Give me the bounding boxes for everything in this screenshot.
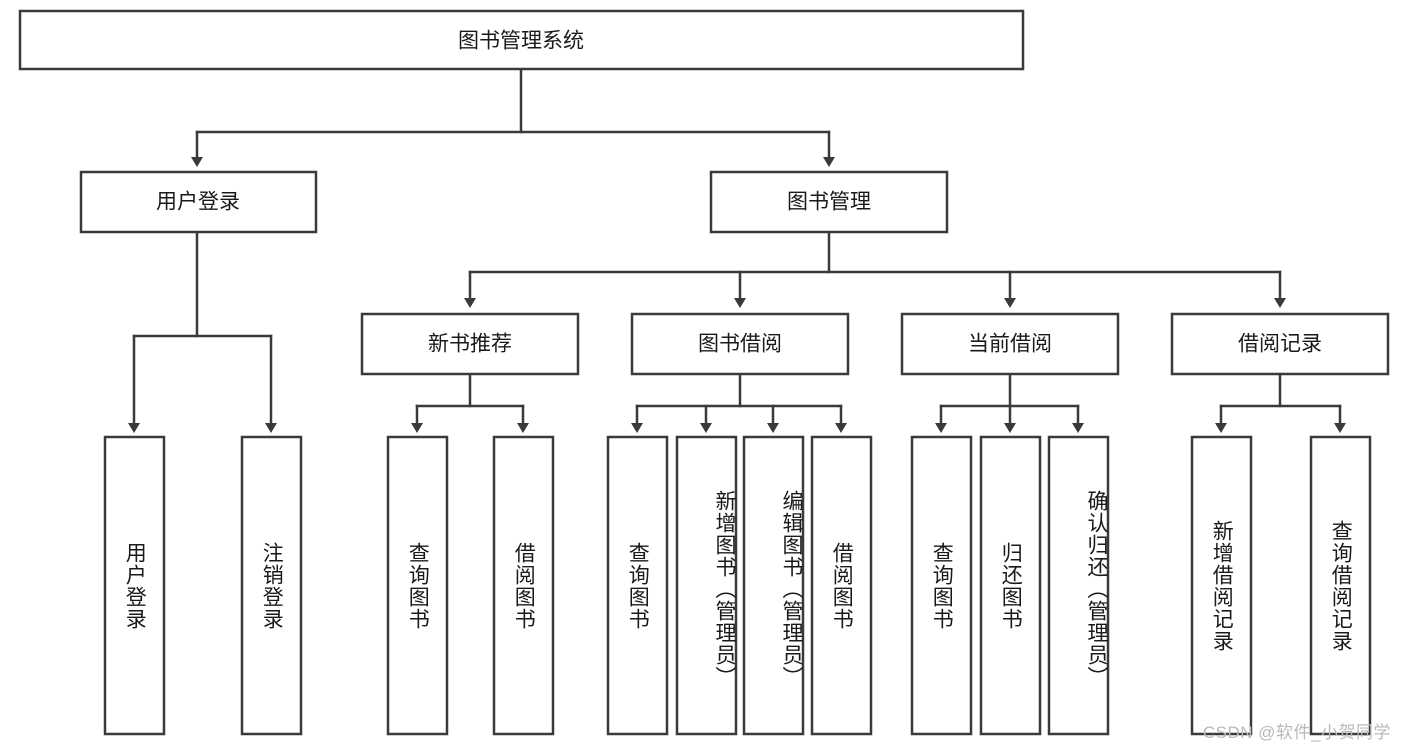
node-leaf-borrow-record-1[interactable] xyxy=(1190,435,1253,736)
node-leaf-book-borrow-1[interactable] xyxy=(606,435,669,736)
watermark-text: CSDN @软件_小贺同学 xyxy=(1202,723,1391,742)
node-current-borrow[interactable] xyxy=(900,312,1120,376)
node-root[interactable] xyxy=(18,9,1025,71)
connector-group-book-manage xyxy=(464,230,1286,308)
node-leaf-new-book-2[interactable] xyxy=(492,435,555,736)
connector-group-root xyxy=(191,67,835,167)
node-leaf-new-book-1[interactable] xyxy=(386,435,449,736)
label-book-borrow: 图书借阅 xyxy=(698,333,782,356)
node-leaf-book-borrow-2[interactable] xyxy=(675,435,738,736)
node-new-book-recommend[interactable] xyxy=(360,312,580,376)
node-book-manage[interactable] xyxy=(709,170,949,234)
connector-group-user-login xyxy=(128,230,277,433)
connector-group-borrow-record xyxy=(1215,372,1346,433)
connector-group-book-borrow xyxy=(631,372,847,433)
label-current-borrow: 当前借阅 xyxy=(968,333,1052,356)
connector-group-current-borrow xyxy=(935,372,1084,433)
node-leaf-current-borrow-3[interactable] xyxy=(1047,435,1110,736)
label-user-login: 用户登录 xyxy=(156,191,240,214)
node-leaf-book-borrow-3[interactable] xyxy=(742,435,805,736)
node-leaf-user-login-2[interactable] xyxy=(240,435,303,736)
node-borrow-record[interactable] xyxy=(1170,312,1390,376)
node-leaf-current-borrow-1[interactable] xyxy=(910,435,973,736)
connector-group-new-book xyxy=(411,372,529,433)
node-book-borrow[interactable] xyxy=(630,312,850,376)
node-leaf-borrow-record-2[interactable] xyxy=(1309,435,1372,736)
label-book-manage: 图书管理 xyxy=(787,191,871,214)
label-root: 图书管理系统 xyxy=(458,30,584,53)
node-leaf-book-borrow-4[interactable] xyxy=(810,435,873,736)
node-leaf-user-login-1[interactable] xyxy=(103,435,166,736)
node-user-login[interactable] xyxy=(79,170,318,234)
label-borrow-record: 借阅记录 xyxy=(1238,333,1322,356)
node-leaf-current-borrow-2[interactable] xyxy=(979,435,1042,736)
label-new-book-recommend: 新书推荐 xyxy=(428,333,512,356)
